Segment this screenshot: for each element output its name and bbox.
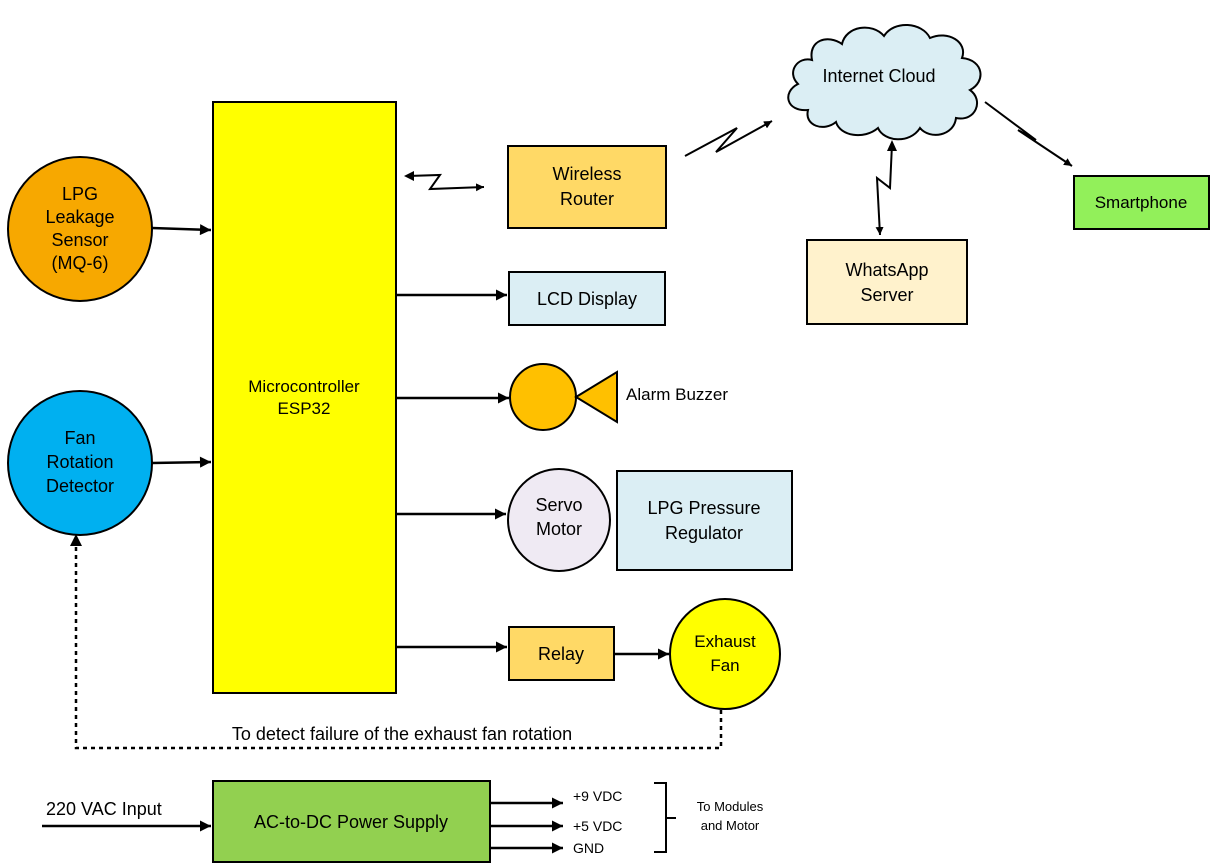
feedback-note: To detect failure of the exhaust fan rot… — [232, 724, 572, 744]
cloud-label: Internet Cloud — [822, 66, 935, 86]
whatsapp-label-line1: WhatsApp — [845, 260, 928, 280]
whatsapp-label-line2: Server — [860, 285, 913, 305]
mcu-router-wireless-arrowhead-left — [404, 171, 414, 181]
smartphone-label: Smartphone — [1095, 193, 1188, 212]
power-supply-box — [212, 780, 491, 863]
lcd-label: LCD Display — [537, 289, 637, 309]
output-gnd-label: GND — [573, 840, 604, 856]
lpg-sensor-label-line3: Sensor — [51, 230, 108, 250]
output-brace — [654, 782, 667, 853]
cloud-smartphone-wireless-link — [984, 101, 1073, 167]
buzzer-label: Alarm Buzzer — [626, 385, 728, 404]
servo-label-line1: Servo — [535, 495, 582, 515]
router-label-line2: Router — [560, 189, 614, 209]
regulator-box — [616, 470, 793, 571]
output-5v-label: +5 VDC — [573, 818, 622, 834]
buzzer-body — [509, 363, 577, 431]
router-cloud-wireless-link — [684, 120, 773, 157]
exhaust-fan-label-line1: Exhaust — [694, 632, 756, 651]
output-9v-label: +9 VDC — [573, 788, 622, 804]
feedback-arrowhead — [70, 534, 82, 546]
servo-circle — [507, 468, 611, 572]
cloud-whatsapp-wireless-link — [875, 143, 893, 236]
ac-input-label: 220 VAC Input — [46, 799, 162, 819]
lcd-box — [508, 271, 666, 326]
fan-detector-label-line2: Rotation — [46, 452, 113, 472]
lpg-sensor-label-line1: LPG — [62, 184, 98, 204]
mcu-label-line1: Microcontroller — [248, 377, 360, 396]
brace-label-line2: and Motor — [701, 818, 760, 833]
router-label-line1: Wireless — [552, 164, 621, 184]
power-supply-label: AC-to-DC Power Supply — [254, 812, 448, 832]
relay-label: Relay — [538, 644, 584, 664]
cloud-whatsapp-arrowhead-top — [887, 140, 897, 151]
lpg-sensor-circle — [7, 156, 153, 302]
relay-box — [508, 626, 615, 681]
regulator-label-line1: LPG Pressure — [647, 498, 760, 518]
sensor-to-mcu-arrow — [151, 224, 212, 236]
mcu-label-line2: ESP32 — [278, 399, 331, 418]
mcu-box — [212, 101, 397, 694]
detector-to-mcu-arrow — [151, 456, 212, 468]
fan-detector-label-line1: Fan — [64, 428, 95, 448]
lpg-sensor-label-line2: Leakage — [45, 207, 114, 227]
buzzer-horn-icon — [574, 370, 618, 424]
internet-cloud-shape — [787, 23, 982, 141]
fan-feedback-dashed-line — [74, 540, 723, 750]
regulator-label-line2: Regulator — [665, 523, 743, 543]
mcu-router-wireless-link — [407, 173, 485, 192]
servo-label-line2: Motor — [536, 519, 582, 539]
whatsapp-box — [806, 239, 968, 325]
exhaust-fan-label-line2: Fan — [710, 656, 739, 675]
exhaust-fan-circle — [669, 598, 781, 710]
fan-detector-label-line3: Detector — [46, 476, 114, 496]
smartphone-box — [1073, 175, 1210, 230]
router-box — [507, 145, 667, 229]
lpg-sensor-label-line4: (MQ-6) — [52, 253, 109, 273]
brace-label-line1: To Modules — [697, 799, 764, 814]
